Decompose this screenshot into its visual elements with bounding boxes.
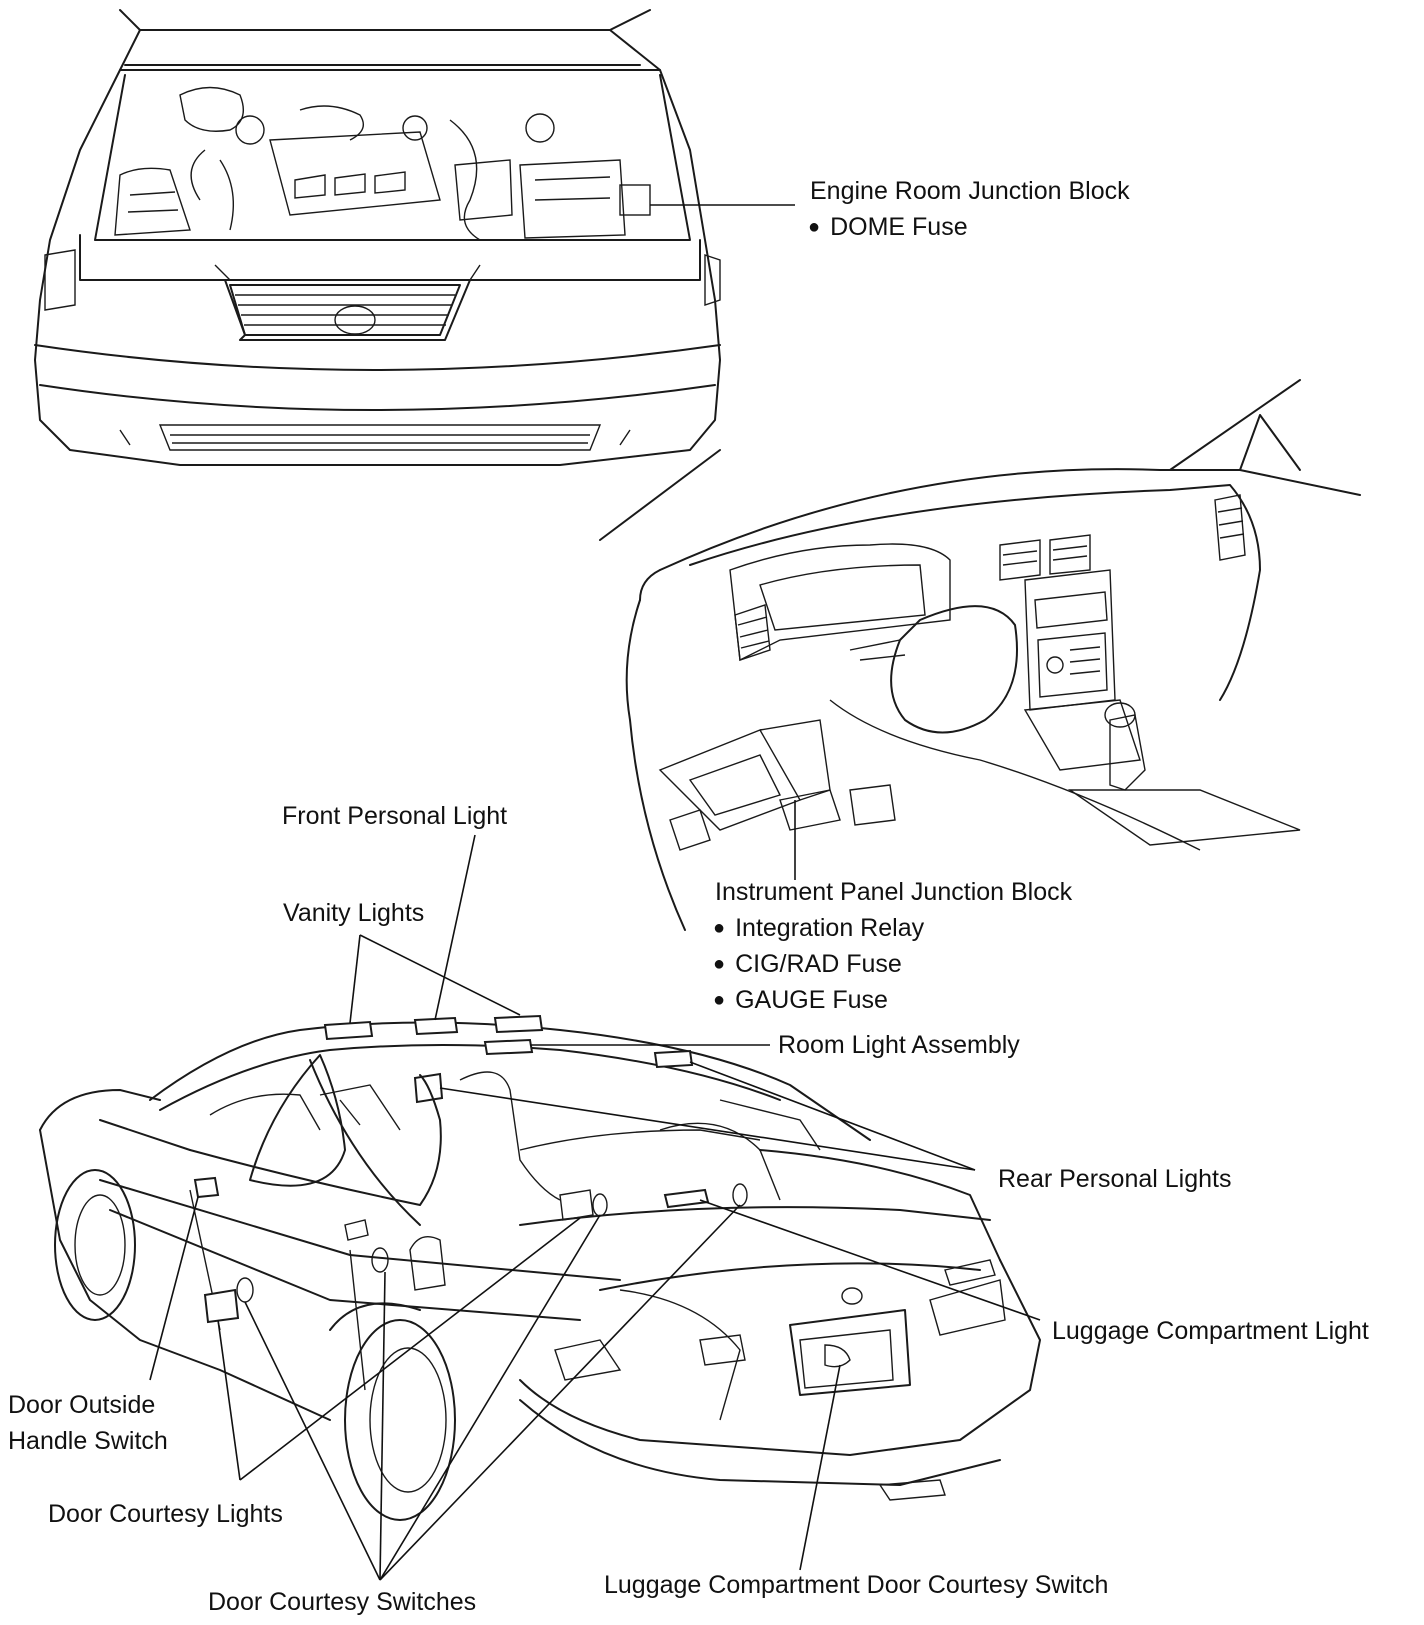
sedan-illustration xyxy=(39,1014,1041,1521)
label-front-personal-light: Front Personal Light xyxy=(282,802,508,830)
label-vanity-lights: Vanity Lights xyxy=(283,899,425,927)
label-door-outside-handle-switch-line2: Handle Switch xyxy=(8,1427,168,1455)
leader-lines xyxy=(149,204,1041,1581)
label-engine-room-junction-block: Engine Room Junction Block xyxy=(810,177,1130,205)
engine-bay-illustration xyxy=(34,9,721,466)
label-rear-personal-lights: Rear Personal Lights xyxy=(998,1165,1232,1193)
label-luggage-compartment-light: Luggage Compartment Light xyxy=(1052,1317,1369,1345)
label-cig-rad-fuse: CIG/RAD Fuse xyxy=(713,946,902,982)
instrument-panel-illustration xyxy=(599,379,1361,931)
label-dome-fuse: DOME Fuse xyxy=(808,209,968,245)
label-luggage-compartment-door-courtesy-switch: Luggage Compartment Door Courtesy Switch xyxy=(604,1571,1109,1599)
label-gauge-fuse: GAUGE Fuse xyxy=(713,982,888,1018)
label-room-light-assembly: Room Light Assembly xyxy=(778,1031,1020,1059)
label-door-outside-handle-switch-line1: Door Outside xyxy=(8,1391,156,1419)
label-door-courtesy-switches: Door Courtesy Switches xyxy=(208,1588,477,1616)
label-integration-relay: Integration Relay xyxy=(713,910,924,946)
label-door-courtesy-lights: Door Courtesy Lights xyxy=(48,1500,283,1528)
label-instrument-panel-junction-block: Instrument Panel Junction Block xyxy=(715,878,1073,906)
